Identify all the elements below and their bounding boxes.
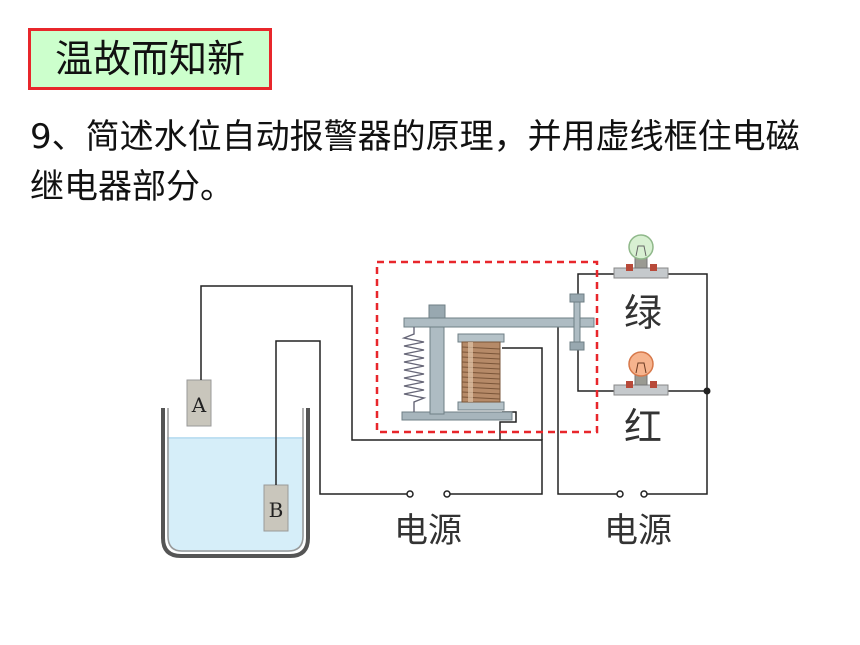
electrode-b-label: B bbox=[269, 498, 284, 522]
red-lamp bbox=[613, 351, 669, 396]
green-lamp bbox=[613, 234, 669, 279]
red-lamp-bulb bbox=[628, 351, 654, 377]
relay-dashed-frame bbox=[375, 260, 599, 434]
red-lamp-base bbox=[613, 384, 669, 396]
relay-spring bbox=[401, 327, 427, 412]
red-lamp-filament bbox=[635, 362, 647, 374]
green-lamp-bulb bbox=[628, 234, 654, 260]
green-lamp-base bbox=[613, 267, 669, 279]
switch-contact-left-1 bbox=[406, 490, 414, 498]
relay-pivot bbox=[428, 304, 446, 320]
coil-highlight bbox=[468, 342, 473, 402]
green-lamp-terminal-right bbox=[650, 264, 657, 271]
contact-upper bbox=[569, 293, 585, 303]
power-source-right-label: 电源 bbox=[604, 511, 672, 551]
red-lamp-label: 红 bbox=[624, 405, 662, 449]
power-source-left-label: 电源 bbox=[394, 511, 462, 551]
question-text: 9、简述水位自动报警器的原理，并用虚线框住电磁继电器部分。 bbox=[30, 117, 800, 207]
control-circuit-wires bbox=[200, 285, 543, 495]
tank bbox=[161, 408, 310, 558]
green-lamp-terminal-left bbox=[626, 264, 633, 271]
junction-dot bbox=[703, 387, 711, 395]
working-circuit-wires bbox=[557, 273, 708, 495]
tank-inner bbox=[167, 408, 304, 552]
coil-top-flange bbox=[457, 333, 505, 343]
contact-lower bbox=[569, 341, 585, 351]
section-badge: 温故而知新 bbox=[28, 28, 272, 90]
relay-post bbox=[429, 317, 445, 415]
green-lamp-label: 绿 bbox=[624, 291, 662, 335]
switch-contact-left-2 bbox=[443, 490, 451, 498]
contact-bar bbox=[573, 301, 581, 343]
electrode-a bbox=[186, 379, 212, 427]
coil-bottom-flange bbox=[457, 401, 505, 411]
red-lamp-terminal-left bbox=[626, 381, 633, 388]
switch-contact-right-2 bbox=[640, 490, 648, 498]
electrode-a-label: A bbox=[191, 393, 207, 417]
red-lamp-terminal-right bbox=[650, 381, 657, 388]
relay-base bbox=[401, 411, 513, 421]
switch-contact-right-1 bbox=[616, 490, 624, 498]
green-lamp-filament bbox=[635, 245, 647, 257]
relay bbox=[401, 293, 595, 421]
relay-armature bbox=[403, 317, 595, 328]
